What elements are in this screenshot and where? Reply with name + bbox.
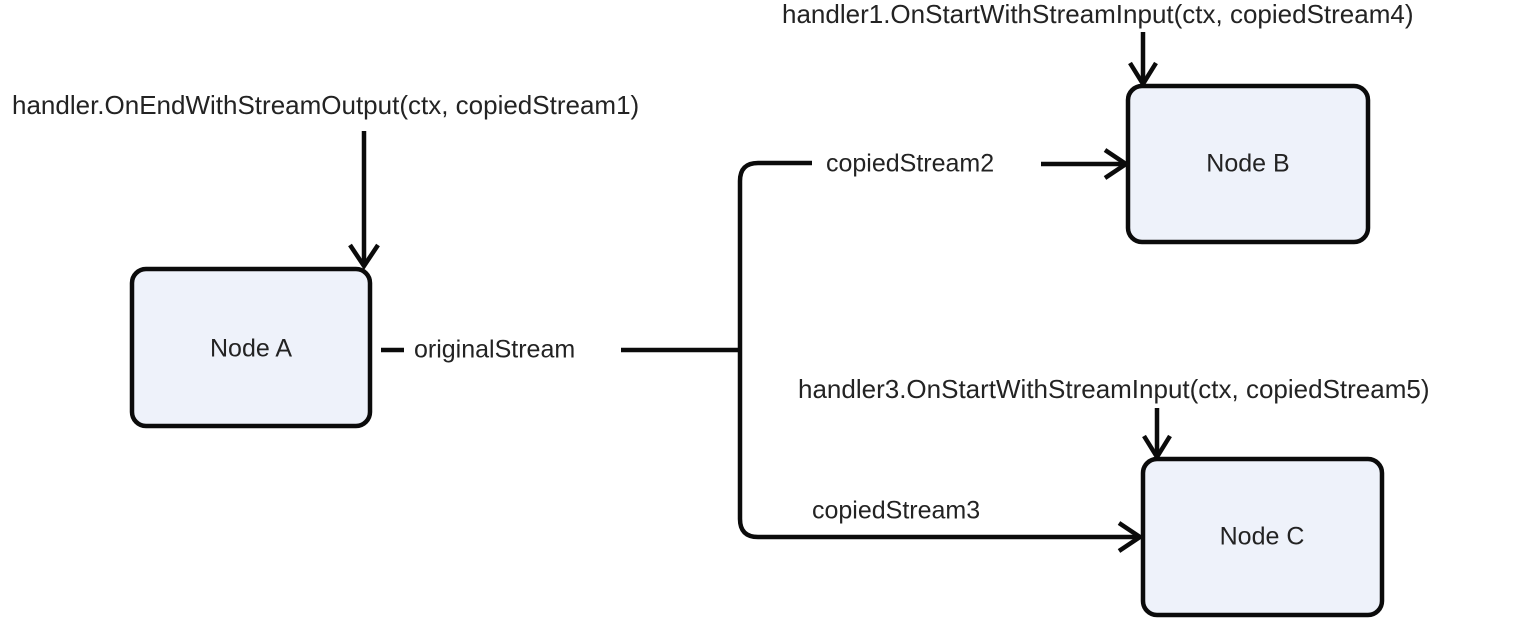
arrow-copied-stream-2-to-node-b — [1041, 148, 1131, 180]
node-b[interactable]: Node B — [1125, 83, 1371, 245]
node-b-box[interactable] — [1125, 83, 1371, 245]
node-c[interactable]: Node C — [1140, 456, 1385, 618]
node-a-box[interactable] — [129, 266, 373, 429]
node-b-label: Node B — [1206, 150, 1289, 178]
arrow-annotation-to-node-c — [1142, 408, 1172, 462]
arrow-annotation-to-node-b — [1128, 32, 1158, 89]
annotation-node-c-input: handler3.OnStartWithStreamInput(ctx, cop… — [798, 374, 1430, 404]
node-a[interactable]: Node A — [129, 266, 373, 429]
arrow-annotation-to-node-a — [348, 131, 380, 271]
node-a-label: Node A — [210, 335, 292, 363]
annotation-node-b-input: handler1.OnStartWithStreamInput(ctx, cop… — [782, 0, 1414, 29]
edge-label-copied-stream-2: copiedStream2 — [826, 150, 994, 178]
node-c-label: Node C — [1220, 523, 1305, 551]
edge-label-original-stream: originalStream — [414, 336, 575, 364]
edge-label-copied-stream-3: copiedStream3 — [812, 497, 980, 525]
node-c-box[interactable] — [1140, 456, 1385, 618]
edge-fork — [737, 160, 1145, 553]
annotation-node-a-output: handler.OnEndWithStreamOutput(ctx, copie… — [12, 90, 639, 120]
